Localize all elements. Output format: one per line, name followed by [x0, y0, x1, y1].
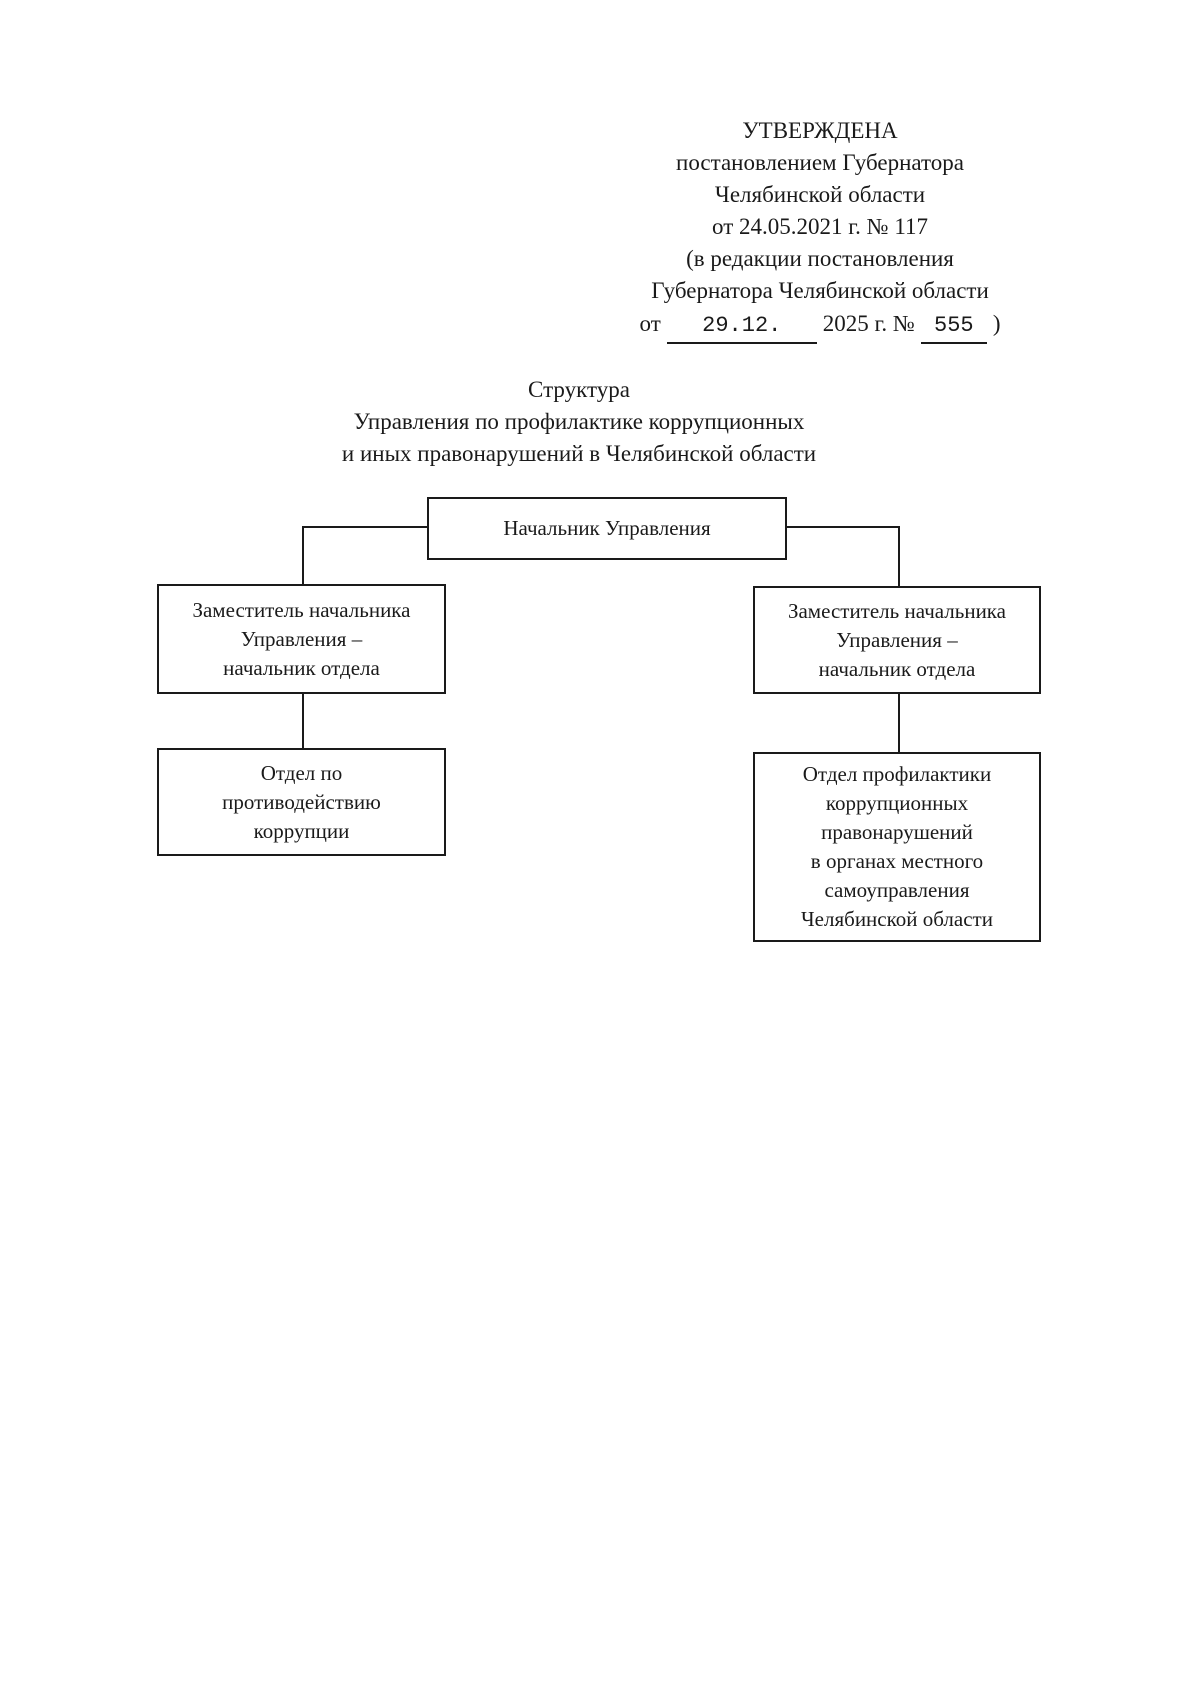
org-box-prevention-department: Отдел профилактики коррупционных правона… [753, 752, 1041, 942]
document-title: Структура Управления по профилактике кор… [0, 374, 1158, 470]
connector-line [898, 526, 900, 588]
connector-line [302, 526, 304, 586]
approval-line: Губернатора Челябинской области [651, 278, 989, 303]
connector-line [302, 692, 304, 750]
org-box-deputy-left: Заместитель начальника Управления – нача… [157, 584, 446, 694]
title-line: Структура [528, 377, 630, 402]
approval-line: Челябинской области [714, 182, 926, 207]
amendment-suffix: ) [992, 311, 1001, 336]
org-box-deputy-right: Заместитель начальника Управления – нача… [753, 586, 1041, 694]
connector-line [898, 692, 900, 754]
connector-line [302, 526, 429, 528]
approval-line: (в редакции постановления [686, 246, 954, 271]
org-box-anticorruption-department: Отдел по противодействию коррупции [157, 748, 446, 856]
title-line: и иных правонарушений в Челябинской обла… [341, 441, 817, 466]
connector-line [785, 526, 900, 528]
amendment-date-blank: 29.12. [666, 310, 817, 344]
amendment-prefix: от [639, 311, 661, 336]
approval-line: от 24.05.2021 г. № 117 [712, 214, 928, 239]
amendment-number-blank: 555 [920, 310, 987, 344]
approval-line: постановлением Губернатора [676, 150, 964, 175]
title-line: Управления по профилактике коррупционных [353, 409, 805, 434]
amendment-middle: 2025 г. № [822, 311, 915, 336]
approval-amendment-line: от 29.12. 2025 г. № 555 ) [615, 308, 1025, 344]
approval-line: УТВЕРЖДЕНА [742, 118, 898, 143]
org-box-head-of-directorate: Начальник Управления [427, 497, 787, 560]
approval-block: УТВЕРЖДЕНА постановлением Губернатора Че… [615, 115, 1025, 344]
